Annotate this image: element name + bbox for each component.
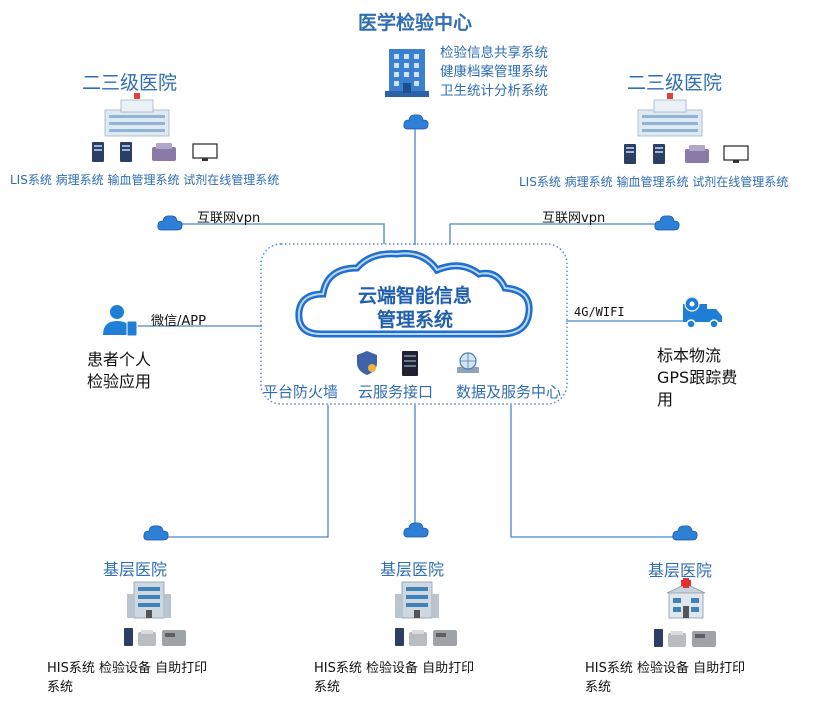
user-icon [103,305,138,337]
right-vpn-label: 互联网vpn [542,211,606,226]
primary-systems: HIS系统 检验设备 自助打印 系统 [314,657,474,695]
logistics-link-label: 4G/WIFI [574,305,625,319]
small-cloud-icon [654,215,680,231]
lab-system-item: 健康档案管理系统 [440,64,548,80]
primary-systems-line2: 系统 [314,680,341,695]
monitor-icon [192,143,218,161]
primary-hospital-title: 基层医院 [103,560,168,579]
lab-center-systems: 检验信息共享系统 健康档案管理系统 卫生统计分析系统 [440,44,548,101]
right-hospital-title: 二三级医院 [627,72,723,94]
primary-systems-line1: HIS系统 检验设备 自助打印 [47,661,208,676]
server-icon [92,142,104,162]
left-vpn-label: 互联网vpn [197,211,261,226]
cabinet-icon [685,145,709,163]
primary-systems-line2: 系统 [585,680,612,695]
globe-icon [457,352,479,373]
hospital-icon [666,578,706,619]
printer-icon [395,628,457,646]
patient-line1: 患者个人 [87,350,152,369]
logistics-line2: GPS跟踪费 [657,368,738,387]
printer-icon [124,628,186,646]
primary-systems-line2: 系统 [47,680,74,695]
cloud-module-firewall: 平台防火墙 [263,383,339,401]
hospital-icon [395,581,439,619]
small-cloud-icon [157,215,183,231]
logistics-line1: 标本物流 [657,346,722,365]
patient-app-label: 患者个人 检验应用 [87,349,151,393]
lab-system-item: 卫生统计分析系统 [440,83,548,99]
monitor-icon [723,145,749,163]
patient-line2: 检验应用 [87,372,152,391]
right-hospital-systems: LIS系统 病理系统 输血管理系统 试剂在线管理系统 [519,175,789,189]
small-cloud-icon [403,114,429,130]
primary-hospital-title: 基层医院 [380,560,445,579]
hospital-icon [104,93,170,137]
server-icon [402,351,418,376]
cloud-module-datacenter: 数据及服务中心 [456,383,562,401]
primary-hospital-title: 基层医院 [648,561,713,580]
lab-center-title: 医学检验中心 [358,12,473,34]
lab-system-item: 检验信息共享系统 [440,45,548,61]
cloud-title-line2: 管理系统 [376,309,453,331]
primary-systems: HIS系统 检验设备 自助打印 系统 [585,657,745,695]
shield-icon [357,351,377,375]
logistics-label: 标本物流 GPS跟踪费 用 [657,345,737,411]
printer-icon [654,629,716,647]
truck-icon [683,296,722,329]
server-icon [624,144,636,164]
patient-link-label: 微信/APP [151,314,206,329]
cloud-title: 云端智能信息 管理系统 [291,284,539,332]
primary-systems-line1: HIS系统 检验设备 自助打印 [585,661,746,676]
small-cloud-icon [672,525,698,541]
hospital-icon [127,581,171,619]
small-cloud-icon [143,525,169,541]
cloud-title-line1: 云端智能信息 [357,285,472,307]
cloud-icon [295,249,533,338]
server-icon [120,142,132,162]
server-icon [653,144,665,164]
primary-systems: HIS系统 检验设备 自助打印 系统 [47,657,207,695]
hospital-icon [637,93,703,137]
left-hospital-title: 二三级医院 [82,72,178,94]
left-hospital-systems: LIS系统 病理系统 输血管理系统 试剂在线管理系统 [10,173,280,187]
building-icon [385,49,429,97]
small-cloud-icon [403,522,429,538]
logistics-line3: 用 [657,390,674,409]
cloud-module-interface: 云服务接口 [358,383,434,401]
cabinet-icon [152,143,176,161]
primary-systems-line1: HIS系统 检验设备 自助打印 [314,661,475,676]
